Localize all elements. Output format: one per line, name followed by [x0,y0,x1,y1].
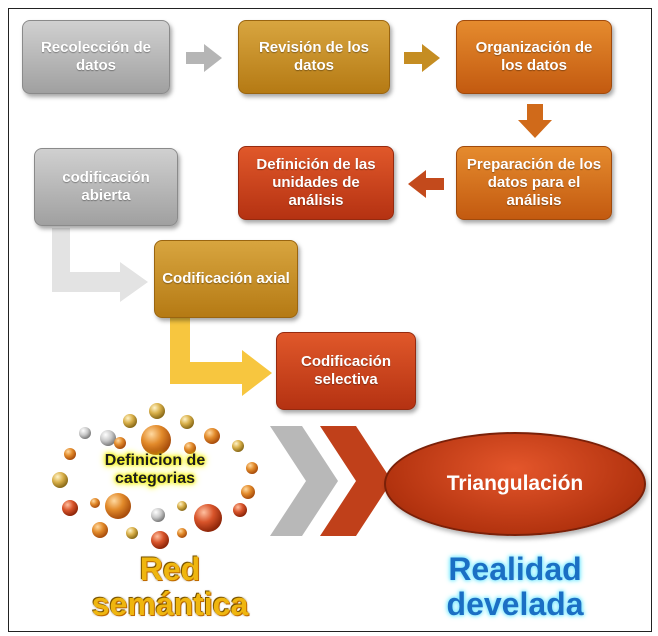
step-organizacion-label: Organización de los datos [475,39,593,74]
bubble [204,428,220,444]
bubble [194,504,222,532]
bubble [92,522,108,538]
diagram-frame [8,8,652,632]
bubble [232,440,244,452]
triangulacion-ellipse: Triangulación [384,432,646,536]
step-organizacion: Organización de los datos [456,20,612,94]
bubble [126,527,138,539]
bubble [79,427,91,439]
bubble [246,462,258,474]
step-recoleccion: Recolección de datos [22,20,170,94]
bubble [177,528,187,538]
triangulacion-label: Triangulación [446,472,584,495]
bent-arrow-gray [52,228,148,302]
bubble [241,485,255,499]
step-revision-label: Revisión de los datos [258,39,370,74]
step-definicion-unidades: Definición de las unidades de análisis [238,146,394,220]
bubble [149,403,165,419]
arrow-down-1 [518,104,552,138]
codificacion-abierta: codificación abierta [34,148,178,226]
bubble [105,493,131,519]
bubble [184,442,196,454]
chevron-red [320,426,392,536]
bubble [64,448,76,460]
bubble [123,414,137,428]
codificacion-axial-label: Codificación axial [162,270,290,287]
bent-arrow-yellow [170,318,272,396]
bubble [52,472,68,488]
bubble [151,531,169,549]
realidad-develada-text: Realidad develada [446,551,584,623]
step-revision: Revisión de los datos [238,20,390,94]
bubble [141,425,171,455]
codificacion-abierta-label: codificación abierta [62,169,150,204]
bubble [62,500,78,516]
bubble [151,508,165,522]
arrow-right-2 [404,44,440,72]
codificacion-selectiva: Codificación selectiva [276,332,416,410]
step-recoleccion-label: Recolección de datos [40,39,152,74]
bubble [233,503,247,517]
bubble [177,501,187,511]
bubble [180,415,194,429]
arrow-left-1 [408,170,444,198]
step-preparacion: Preparación de los datos para el análisi… [456,146,612,220]
bubble [100,430,116,446]
red-semantica-text: Red semántica [91,551,249,623]
bubble [114,437,126,449]
arrow-right-1 [186,44,222,72]
definicion-categorias-label: Definicion de categorias [104,452,206,488]
step-definicion-unidades-label: Definición de las unidades de análisis [256,156,376,209]
chevron-gray [270,426,338,536]
codificacion-axial: Codificación axial [154,240,298,318]
step-preparacion-label: Preparación de los datos para el análisi… [466,156,602,209]
bubble [90,498,100,508]
codificacion-selectiva-label: Codificación selectiva [300,353,391,388]
